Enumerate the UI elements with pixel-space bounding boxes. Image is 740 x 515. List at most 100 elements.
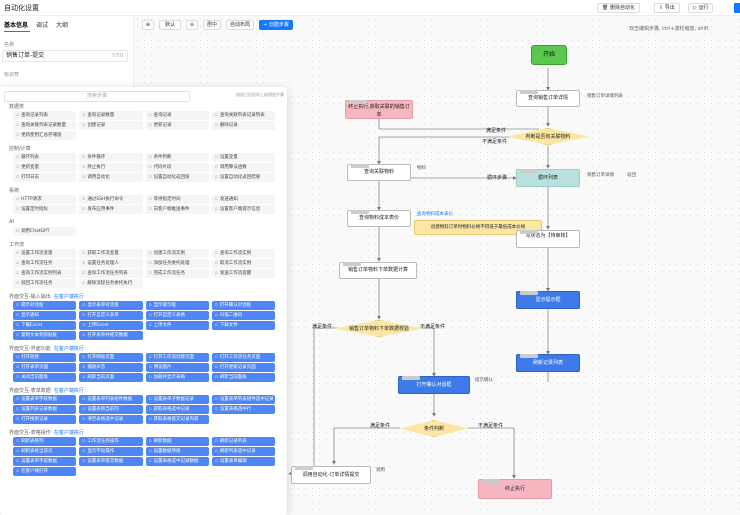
- default-zoom-button[interactable]: 默认: [159, 20, 181, 30]
- call-automation-node[interactable]: 调用自动化-订单详情提交: [291, 466, 371, 484]
- create-step-button[interactable]: + 创建步骤: [259, 20, 293, 30]
- palette-step-item[interactable]: 扫描二维码: [211, 311, 275, 320]
- palette-step-item[interactable]: 向客户端推送事件: [145, 205, 209, 214]
- palette-step-item[interactable]: 设置表单提交数据: [79, 457, 143, 466]
- palette-step-item[interactable]: 刷新当前页面: [79, 373, 143, 382]
- palette-step-item[interactable]: 删除记录: [211, 121, 275, 130]
- palette-step-item[interactable]: 打开表单页面: [13, 363, 77, 372]
- palette-step-item[interactable]: 更新变量: [13, 163, 77, 172]
- show-prompt-node[interactable]: 显示提示框: [516, 291, 580, 309]
- palette-step-item[interactable]: 设置变量: [211, 153, 275, 162]
- palette-step-item[interactable]: 调用算法函数: [211, 163, 275, 172]
- palette-step-item[interactable]: 查询关联列表记录数量: [13, 121, 77, 130]
- palette-step-item[interactable]: 获取表格提交记录内容: [145, 415, 209, 424]
- delete-automation-button[interactable]: 🗑︎ 删除自动化: [597, 3, 640, 13]
- palette-step-item[interactable]: 打开更新记录页面: [211, 363, 275, 372]
- palette-step-item[interactable]: 打开链接: [13, 353, 77, 362]
- refresh-list-node[interactable]: 刷新记录列表: [516, 354, 580, 372]
- set-status-node[interactable]: 写状态为【待审核】: [516, 230, 580, 248]
- palette-step-item[interactable]: 查询工作流实例: [211, 249, 275, 258]
- palette-step-item[interactable]: 创建工作流实例: [145, 249, 209, 258]
- name-field[interactable]: 销售订单-提交 7/50: [2, 50, 128, 62]
- palette-step-item[interactable]: 循环列表: [13, 153, 77, 162]
- palette-step-item[interactable]: 通过SSH执行命令: [79, 195, 143, 204]
- palette-step-item[interactable]: 播放声音: [79, 363, 143, 372]
- terminate-bottom-node[interactable]: 终止执行: [478, 479, 552, 499]
- palette-step-item[interactable]: 调用自动化: [79, 173, 143, 182]
- palette-step-item[interactable]: 查询记录列表: [13, 111, 77, 120]
- palette-step-item[interactable]: 显示提示框: [145, 301, 209, 310]
- palette-step-item[interactable]: 设置列表记录数据: [13, 405, 77, 414]
- decision-condition[interactable]: 条件判断: [400, 420, 468, 437]
- palette-step-item[interactable]: 设置自动化返回结果: [211, 173, 275, 182]
- query-order-node[interactable]: 查询销售订单详情: [516, 90, 580, 107]
- palette-step-item[interactable]: 打开自定义表格: [145, 311, 209, 320]
- palette-step-item[interactable]: 查询工作流任务: [13, 259, 77, 268]
- palette-step-item[interactable]: 设置表单列表组件选中记录: [211, 395, 275, 404]
- palette-step-item[interactable]: 获取工作流变量: [79, 249, 143, 258]
- zoom-out-button[interactable]: ⊖: [186, 20, 198, 30]
- palette-step-item[interactable]: 代码片段: [145, 163, 209, 172]
- terminate-top-node[interactable]: 终止执行,获取关联的销售订单: [345, 100, 413, 119]
- center-button[interactable]: 居中: [203, 20, 221, 30]
- palette-step-item[interactable]: 设置工作流变量: [13, 249, 77, 258]
- query-cost-node[interactable]: 查询物料成本表价: [347, 210, 411, 227]
- palette-step-item[interactable]: 发布应用事件: [79, 205, 143, 214]
- palette-step-item[interactable]: 打开确认对话框: [211, 301, 275, 310]
- palette-step-item[interactable]: 等待指定时间: [145, 195, 209, 204]
- palette-step-item[interactable]: 添加任务委托处理: [145, 259, 209, 268]
- palette-step-item[interactable]: 设置表单字段数据: [13, 457, 77, 466]
- tab-debug[interactable]: 调试: [36, 22, 49, 29]
- palette-step-item[interactable]: 设置表格选中记录数据: [145, 457, 209, 466]
- palette-step-item[interactable]: 条件判断: [145, 153, 209, 162]
- tab-basic-info[interactable]: 基本信息: [4, 22, 29, 29]
- palette-step-item[interactable]: HTTP请求: [13, 195, 77, 204]
- palette-step-item[interactable]: 查询关联列表记录列表: [211, 111, 275, 120]
- palette-step-item[interactable]: 打开网站页面: [79, 353, 143, 362]
- palette-step-item[interactable]: 打开表单并提交数据: [79, 331, 143, 340]
- palette-step-item[interactable]: 设置表单字段数据: [13, 395, 77, 404]
- palette-step-item[interactable]: 查询记录数量: [79, 111, 143, 120]
- palette-step-item[interactable]: 加载并显示表格: [145, 373, 209, 382]
- order-total-node[interactable]: 销售订单物料下单数据计算: [339, 262, 417, 279]
- tab-outline[interactable]: 大纲: [56, 22, 69, 29]
- palette-step-item[interactable]: 设置表单子数据记录: [145, 395, 209, 404]
- palette-step-item[interactable]: 设置表单列表组件数据: [79, 395, 143, 404]
- palette-step-item[interactable]: 关闭当前面板: [13, 373, 77, 382]
- zoom-in-button[interactable]: ⊕: [142, 20, 154, 30]
- palette-step-item[interactable]: 驳回工作流任务: [13, 279, 77, 288]
- save-button[interactable]: [734, 3, 740, 13]
- palette-step-item[interactable]: 上传Excel: [79, 321, 143, 330]
- palette-step-item[interactable]: 刷新列表选中记录: [211, 447, 275, 456]
- loop-node[interactable]: 循环列表: [516, 169, 580, 187]
- palette-step-item[interactable]: 上传文件: [145, 321, 209, 330]
- palette-step-item[interactable]: 设置定时指标: [13, 205, 77, 214]
- palette-step-item[interactable]: 打印日志: [13, 173, 77, 182]
- export-button[interactable]: ⇪ 导出: [654, 3, 680, 13]
- palette-step-item[interactable]: 设置数据项值: [145, 447, 209, 456]
- palette-step-item[interactable]: 条件循环: [79, 153, 143, 162]
- palette-step-item[interactable]: 发送通知: [211, 195, 275, 204]
- palette-step-item[interactable]: 刷新当前面板: [211, 373, 275, 382]
- decision-has-material[interactable]: 判断是否有关联物料: [507, 128, 589, 145]
- palette-step-item[interactable]: 调用ChatGPT: [13, 227, 77, 236]
- palette-step-item[interactable]: 查询工作流任务列表: [79, 269, 143, 278]
- palette-step-item[interactable]: 查询工作流实例列表: [13, 269, 77, 278]
- palette-step-item[interactable]: 刷新表格当前页: [13, 447, 77, 456]
- palette-step-item[interactable]: 发送工作流提醒: [211, 269, 275, 278]
- start-node[interactable]: 开始: [531, 45, 567, 65]
- palette-step-item[interactable]: 设置表格选中行: [211, 405, 275, 414]
- palette-step-item[interactable]: 工作流任务操作: [79, 437, 143, 446]
- palette-step-item[interactable]: 查询记录: [145, 111, 209, 120]
- palette-step-item[interactable]: 设置表单编辑: [211, 457, 275, 466]
- palette-step-item[interactable]: 在客户端打开: [13, 467, 77, 476]
- palette-step-item[interactable]: 显示通知: [13, 311, 77, 320]
- palette-step-item[interactable]: 预览图片: [145, 363, 209, 372]
- palette-step-item[interactable]: 显示字段操作: [79, 447, 143, 456]
- run-button[interactable]: ▷ 运行: [688, 3, 714, 13]
- palette-step-item[interactable]: 设置表格当前列: [79, 405, 143, 414]
- warning-box[interactable]: 创建物料订单时物料价格不得低于最低成本价格: [414, 220, 542, 235]
- palette-step-item[interactable]: 更新使用汇总存储值: [13, 131, 77, 140]
- palette-step-item[interactable]: 取消工作流实例: [211, 259, 275, 268]
- palette-step-item[interactable]: 获取表格选中记录: [145, 405, 209, 414]
